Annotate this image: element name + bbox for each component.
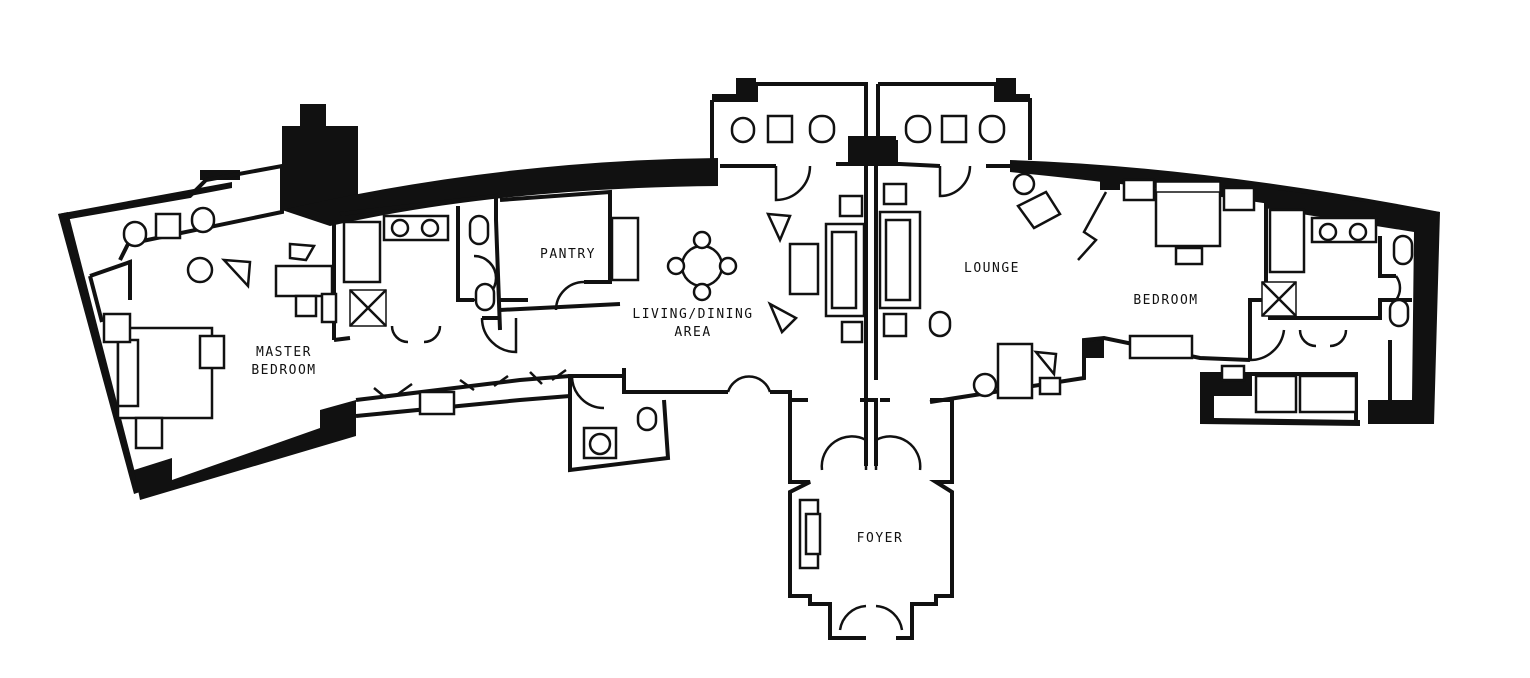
label-lounge: LOUNGE xyxy=(964,261,1020,276)
room-labels: PANTRY LIVING/DINING AREA MASTER BEDROOM… xyxy=(251,247,1198,546)
label-pantry: PANTRY xyxy=(540,247,596,262)
furniture xyxy=(102,114,1414,570)
label-living-line1: LIVING/DINING xyxy=(632,307,753,322)
label-bedroom: BEDROOM xyxy=(1133,293,1198,308)
label-living-line2: AREA xyxy=(674,325,711,340)
label-master-line2: BEDROOM xyxy=(251,363,316,378)
label-foyer: FOYER xyxy=(857,531,904,546)
doors xyxy=(390,165,1402,631)
label-master-line1: MASTER xyxy=(256,345,312,360)
